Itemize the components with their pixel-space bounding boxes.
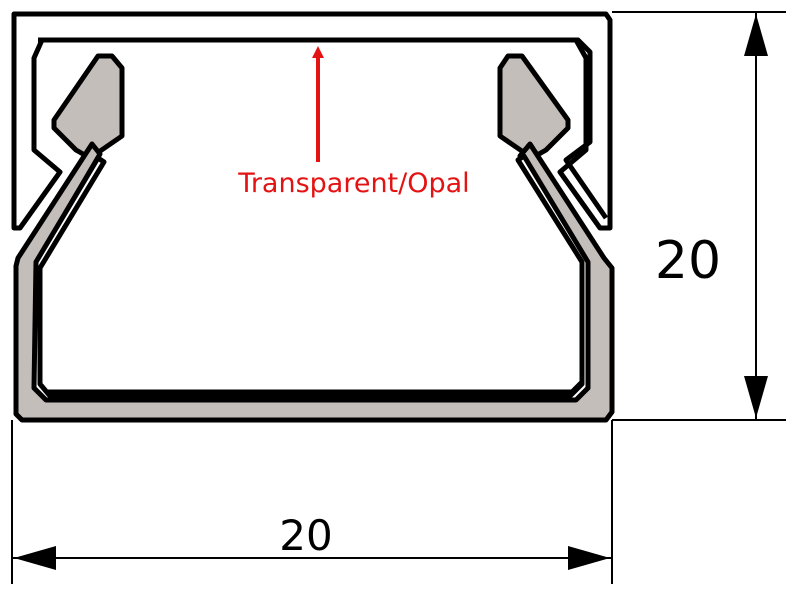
material-callout-arrowhead-icon	[312, 46, 324, 58]
material-label: Transparent/Opal	[237, 168, 469, 199]
width-dimension-label: 20	[279, 511, 332, 560]
height-dimension	[612, 11, 786, 421]
height-arrow-top-icon	[744, 14, 768, 56]
height-arrow-bottom-icon	[744, 376, 768, 418]
width-dimension	[11, 420, 613, 584]
height-dimension-label: 20	[655, 231, 721, 291]
cover-outer-outline	[11, 11, 613, 231]
width-arrow-right-icon	[568, 546, 610, 570]
width-arrow-left-icon	[14, 546, 56, 570]
base-channel-inner	[31, 153, 591, 403]
left-clip	[51, 53, 125, 161]
cover-inner-outline	[38, 37, 609, 220]
cover-profile	[11, 11, 613, 231]
right-clip	[497, 53, 571, 161]
